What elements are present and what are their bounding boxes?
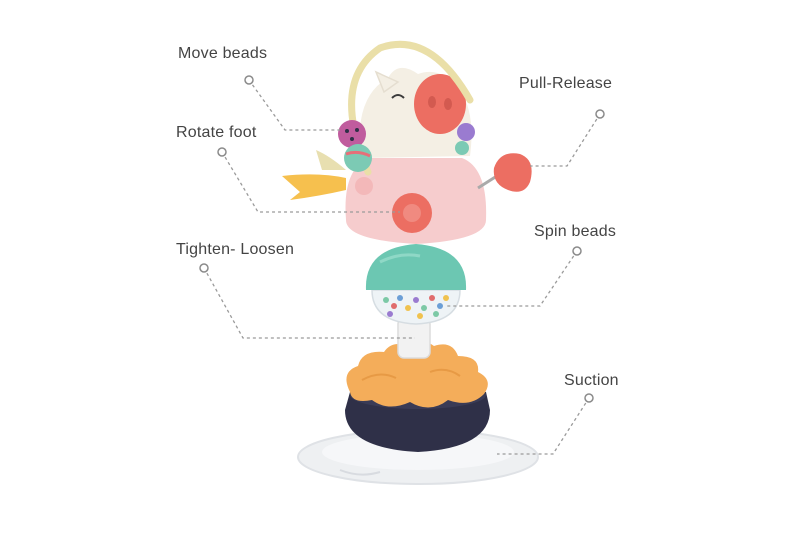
leader-pull-release xyxy=(530,113,601,167)
dot-pull-release xyxy=(595,109,605,119)
leader-dots xyxy=(199,75,605,403)
leader-spin-beads xyxy=(445,250,578,307)
leader-lines xyxy=(203,79,601,455)
label-rotate-foot: Rotate foot xyxy=(176,124,257,141)
label-suction: Suction xyxy=(564,372,619,389)
spin-bead-cluster xyxy=(383,295,449,319)
ribbon-tags xyxy=(282,174,346,200)
leader-rotate-foot xyxy=(221,151,400,213)
dot-tighten-loosen xyxy=(199,263,209,273)
orange-splash xyxy=(346,341,488,408)
nose xyxy=(414,74,466,134)
label-move-beads: Move beads xyxy=(178,45,268,62)
label-pull-release: Pull-Release xyxy=(519,75,613,92)
leader-suction xyxy=(497,397,590,455)
pull-release-knob xyxy=(493,153,532,192)
move-beads xyxy=(338,120,475,172)
leader-move-beads xyxy=(248,79,340,131)
label-spin-beads: Spin beads xyxy=(534,223,617,240)
dot-move-beads xyxy=(244,75,254,85)
teal-dome xyxy=(365,244,467,290)
label-tighten-loosen: Tighten- Loosen xyxy=(176,241,295,258)
dot-rotate-foot xyxy=(217,147,227,157)
dot-spin-beads xyxy=(572,246,582,256)
bead-dome xyxy=(371,289,461,325)
leader-tighten-loosen xyxy=(203,267,415,339)
dot-suction xyxy=(584,393,594,403)
